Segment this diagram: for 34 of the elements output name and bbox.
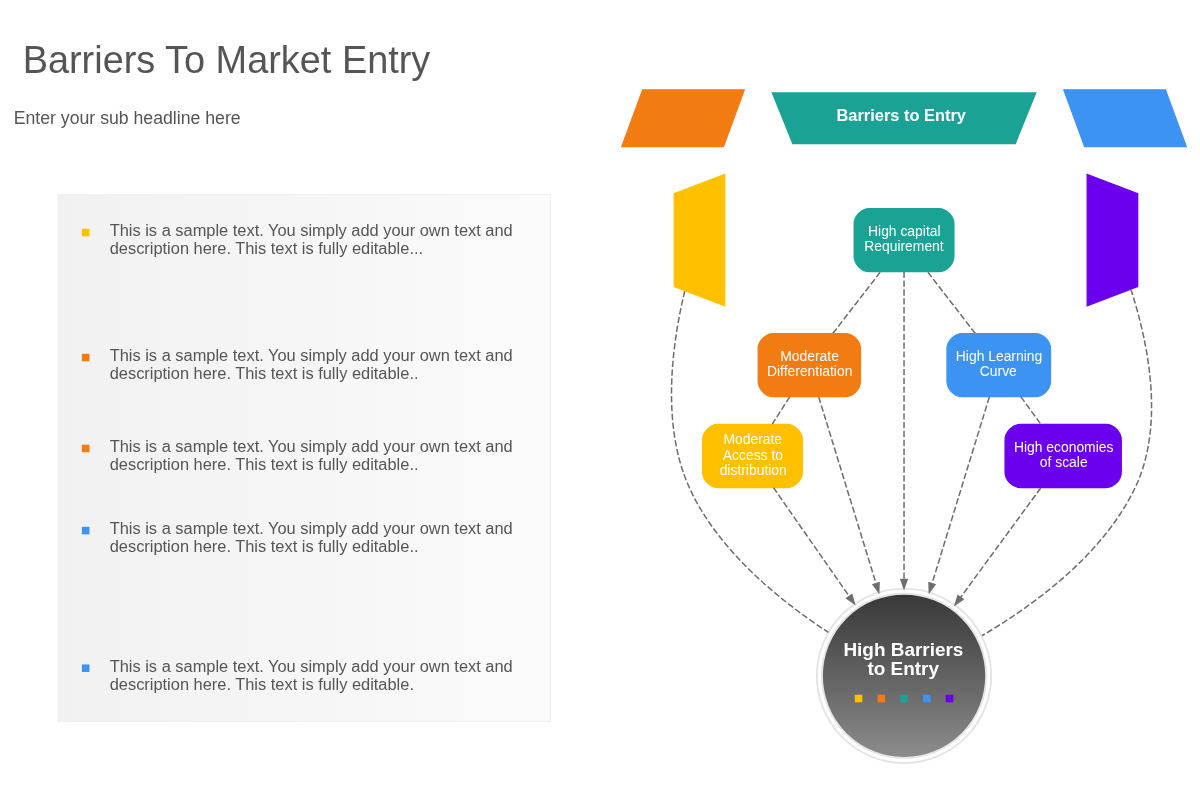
node-label: This is a sample text. You simply add your own text and description here. This text is fully editable.. <box>109 345 513 382</box>
arrow <box>772 486 856 606</box>
node-box <box>81 663 90 672</box>
node-box <box>81 353 90 361</box>
node-arc <box>1086 173 1139 307</box>
node-label: This is a sample text. You simply add your own text and description here. This text is fully editable... <box>109 220 513 257</box>
arrow <box>899 270 909 591</box>
node-arc <box>620 88 746 147</box>
connector <box>1020 395 1042 425</box>
node-label: This is a sample text. You simply add your own text and description here. This text is fully editable.. <box>109 518 513 555</box>
connector <box>832 271 881 334</box>
node-label: This is a sample text. You simply add your own text and description here. This text is fully editable.. <box>109 436 513 473</box>
arrow <box>818 395 880 594</box>
node-box: Moderate Differentiation <box>757 332 862 397</box>
node-label: This is a sample text. You simply add your own text and description here. This text is fully editable. <box>109 656 513 693</box>
connector <box>927 271 976 334</box>
node-arc <box>1062 88 1188 147</box>
node-circle: High Barriers to Entry <box>815 587 993 764</box>
node-box <box>81 228 90 236</box>
node-arc <box>673 173 726 307</box>
node-box: High capital Requirement <box>853 207 955 272</box>
node-box <box>81 444 90 452</box>
node-box: High economies of scale <box>1004 423 1122 488</box>
connector <box>981 288 1153 636</box>
node-box: High Learning Curve <box>946 332 1052 397</box>
node-box <box>81 526 90 534</box>
arrow <box>928 395 991 594</box>
cluster <box>57 193 552 722</box>
node-box: Moderate Access to distribution <box>702 423 803 488</box>
connector <box>771 395 791 425</box>
label: Enter your sub headline here <box>13 107 241 128</box>
diagram-title: Barriers To Market Entry <box>22 38 431 81</box>
connector <box>670 289 830 633</box>
arrow <box>953 486 1042 606</box>
